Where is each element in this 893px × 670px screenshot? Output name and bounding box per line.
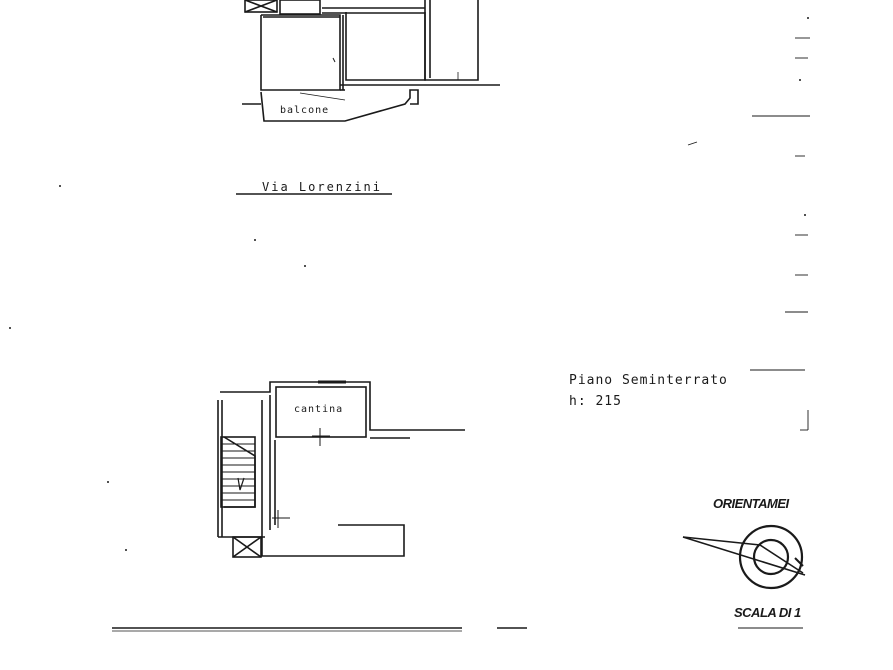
paper-specks	[9, 17, 809, 551]
north-compass	[682, 524, 806, 590]
scale-label: SCALA DI 1	[734, 605, 801, 620]
balcone-label: balcone	[280, 105, 330, 116]
balcone-outline	[260, 89, 419, 122]
upper-room-left	[260, 14, 341, 91]
floor-name-label: Piano Seminterrato	[569, 373, 728, 388]
street-label: Via Lorenzini	[262, 180, 382, 194]
upper-room-small	[279, 0, 321, 15]
margin-ticks	[687, 37, 810, 629]
floor-height-label: h: 215	[569, 394, 622, 409]
upper-shaft	[244, 0, 278, 13]
orientation-label: ORIENTAMEI	[713, 496, 789, 511]
upper-room-middle	[345, 12, 426, 81]
basement-plan	[217, 380, 465, 558]
basement-shaft	[232, 536, 262, 558]
upper-plan	[242, 0, 500, 122]
upper-room-right	[424, 0, 479, 81]
cantina-label: cantina	[294, 404, 344, 415]
cantina-room	[275, 386, 367, 438]
